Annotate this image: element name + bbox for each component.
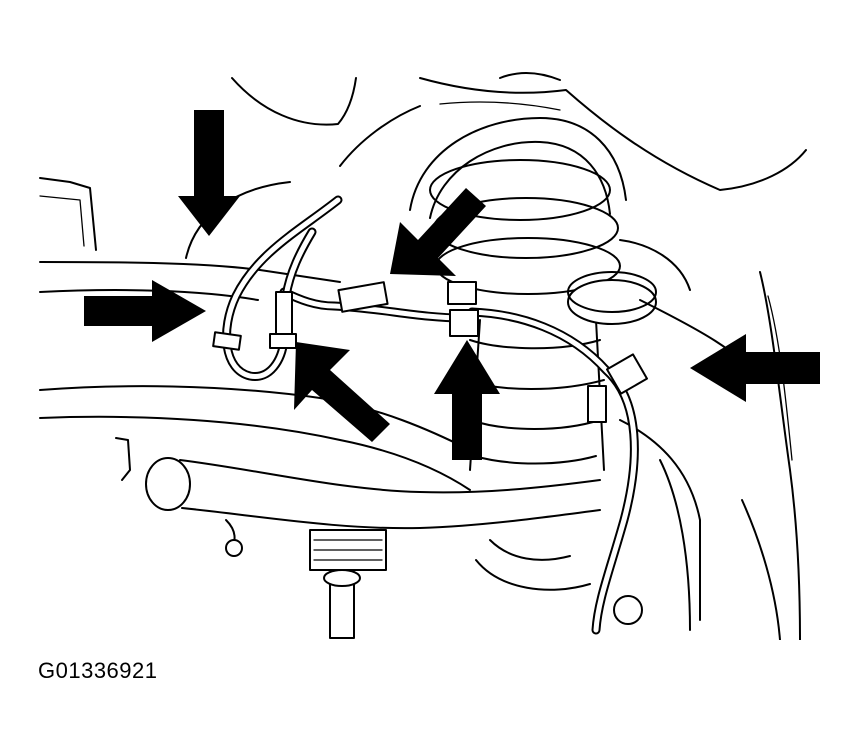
suspension-wiring-diagram	[39, 72, 820, 640]
arrow-right	[690, 334, 820, 402]
wire-clips	[212, 281, 648, 423]
arrow-left	[84, 280, 206, 342]
brake-shield	[741, 271, 801, 640]
steering-knuckle	[567, 239, 761, 631]
callout-arrows	[84, 110, 820, 460]
figure-code: G01336921	[38, 658, 158, 683]
tie-rod	[309, 529, 387, 639]
arrow-center	[434, 340, 500, 460]
arrow-top	[178, 110, 240, 236]
arrow-lower-middle	[294, 342, 390, 442]
arrow-upper-middle	[390, 188, 486, 276]
body-outline	[231, 72, 807, 191]
